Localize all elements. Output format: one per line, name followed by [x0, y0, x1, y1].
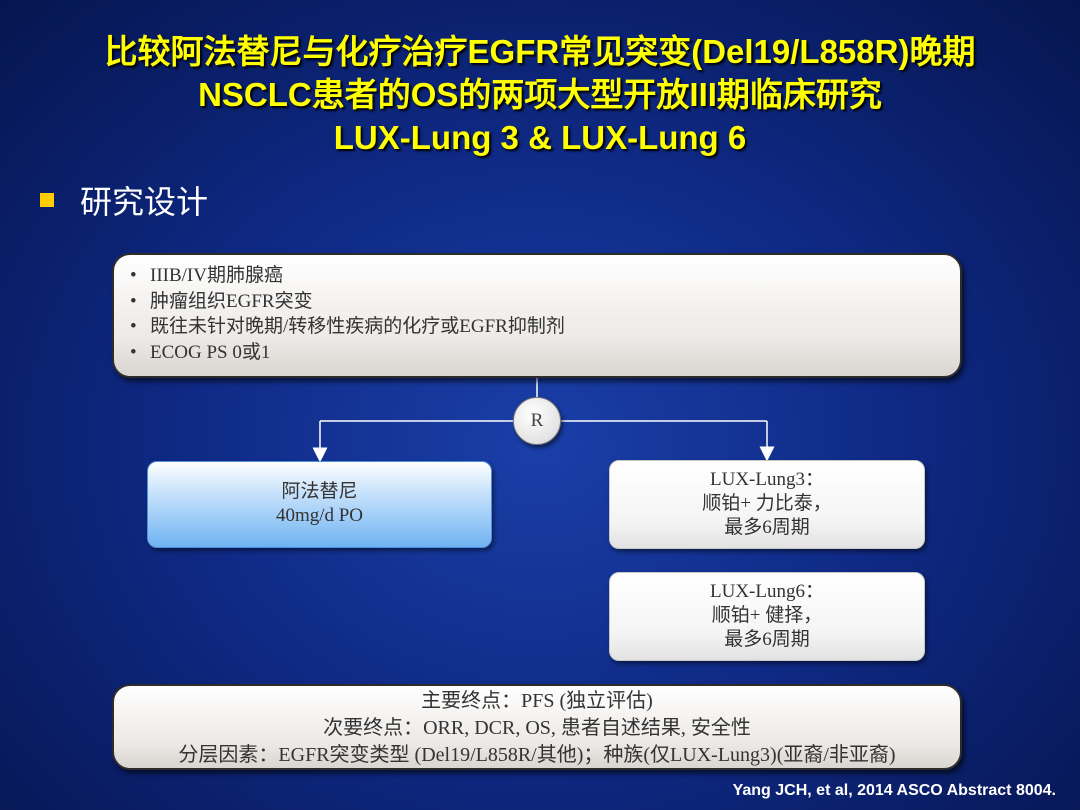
- criteria-item: •ECOG PS 0或1: [130, 340, 944, 366]
- randomization-node: R: [513, 397, 561, 445]
- citation: Yang JCH, et al, 2014 ASCO Abstract 8004…: [732, 782, 1056, 799]
- lux-lung3-cycles: 最多6周期: [724, 517, 810, 538]
- title-line-3: LUX-Lung 3 & LUX-Lung 6: [333, 119, 747, 156]
- criteria-list: •IIIB/IV期肺腺癌 •肿瘤组织EGFR突变 •既往未针对晚期/转移性疾病的…: [130, 263, 944, 365]
- title-line-1: 比较阿法替尼与化疗治疗EGFR常见突变(Del19/L858R)晚期: [104, 33, 976, 70]
- lux-lung6-regimen: 顺铂+ 健择，: [711, 605, 823, 626]
- bullet-dot-icon: •: [130, 290, 137, 312]
- lux-lung6-label: LUX-Lung6：: [710, 581, 824, 602]
- section-label: 研究设计: [80, 183, 209, 221]
- stratification-factors: 分层因素：EGFR突变类型 (Del19/L858R/其他)；种族(仅LUX-L…: [178, 744, 896, 766]
- lux-lung3-arm-box: LUX-Lung3： 顺铂+ 力比泰， 最多6周期: [609, 460, 925, 549]
- lux-lung6-cycles: 最多6周期: [724, 629, 810, 650]
- slide-title: 比较阿法替尼与化疗治疗EGFR常见突变(Del19/L858R)晚期 NSCLC…: [0, 30, 1080, 159]
- lux-lung3-label: LUX-Lung3：: [710, 469, 824, 490]
- title-line-2: NSCLC患者的OS的两项大型开放III期临床研究: [198, 76, 882, 113]
- lux-lung3-regimen: 顺铂+ 力比泰，: [702, 493, 832, 514]
- endpoints-box: 主要终点：PFS (独立评估) 次要终点：ORR, DCR, OS, 患者自述结…: [112, 684, 962, 770]
- bullet-dot-icon: •: [130, 341, 137, 363]
- bullet-dot-icon: •: [130, 316, 137, 337]
- afatinib-arm-dose: 40mg/d PO: [275, 505, 364, 526]
- primary-endpoint: 主要终点：PFS (独立评估): [421, 690, 653, 712]
- inclusion-criteria-box: •IIIB/IV期肺腺癌 •肿瘤组织EGFR突变 •既往未针对晚期/转移性疾病的…: [112, 253, 962, 378]
- section-heading: 研究设计: [40, 178, 208, 222]
- afatinib-arm-box: 阿法替尼 40mg/d PO: [147, 461, 492, 548]
- secondary-endpoint: 次要终点：ORR, DCR, OS, 患者自述结果, 安全性: [323, 717, 751, 739]
- bullet-dot-icon: •: [130, 265, 137, 286]
- criteria-item: •既往未针对晚期/转移性疾病的化疗或EGFR抑制剂: [130, 314, 944, 340]
- afatinib-arm-name: 阿法替尼: [281, 481, 358, 502]
- criteria-item: •肿瘤组织EGFR突变: [130, 289, 944, 315]
- square-bullet-icon: [40, 193, 54, 207]
- criteria-item: •IIIB/IV期肺腺癌: [130, 263, 944, 289]
- lux-lung6-arm-box: LUX-Lung6： 顺铂+ 健择， 最多6周期: [609, 572, 925, 661]
